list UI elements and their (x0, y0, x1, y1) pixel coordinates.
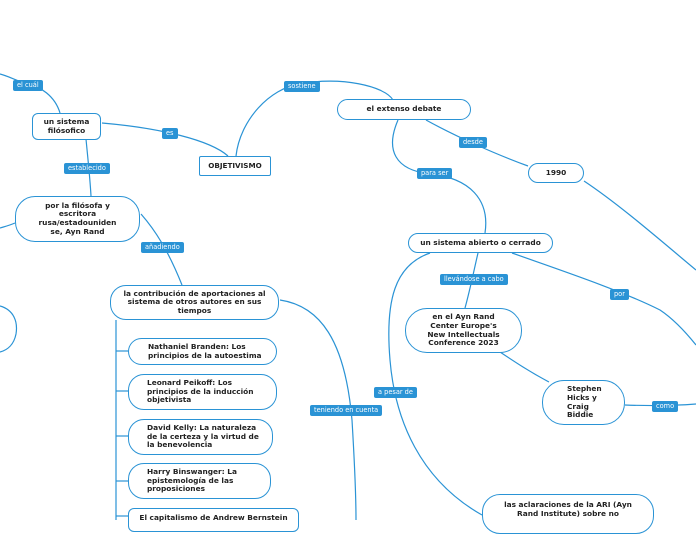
edge-filosofa-left (0, 222, 16, 229)
label-anadiendo: añadiendo (141, 242, 184, 253)
node-bernstein[interactable]: El capitalismo de Andrew Bernstein (128, 508, 299, 532)
edge-conference-hicks (499, 351, 550, 383)
node-aclaraciones[interactable]: las aclaraciones de la ARI (Ayn Rand Ins… (482, 494, 654, 534)
node-filosofa[interactable]: por la filósofa y escritora rusa/estadou… (15, 196, 140, 242)
label-como: como (652, 401, 679, 412)
edge-contribucion-teniendo (279, 299, 357, 520)
offscreen-node-left (0, 305, 18, 353)
label-el-cual: el cuál (13, 80, 43, 91)
node-binswanger[interactable]: Harry Binswanger: La epistemología de la… (128, 463, 271, 499)
node-debate[interactable]: el extenso debate (337, 99, 471, 120)
node-peikoff[interactable]: Leonard Peikoff: Los principios de la in… (128, 374, 277, 410)
edge-abierto-por (511, 252, 696, 346)
label-por: por (610, 289, 629, 300)
edge-abierto-aclaraciones (388, 252, 483, 516)
node-objetivismo[interactable]: OBJETIVISMO (199, 156, 271, 176)
node-1990[interactable]: 1990 (528, 163, 584, 183)
label-establecido: establecido (64, 163, 110, 174)
connector-lines (0, 73, 696, 520)
label-desde: desde (459, 137, 487, 148)
node-kelly[interactable]: David Kelly: La naturaleza de la certeza… (128, 419, 273, 455)
node-sistema-abierto[interactable]: un sistema abierto o cerrado (408, 233, 553, 253)
node-hicks[interactable]: Stephen Hicks y Craig Biddie (542, 380, 625, 425)
node-branden[interactable]: Nathaniel Branden: Los principios de la … (128, 338, 277, 365)
node-conference[interactable]: en el Ayn Rand Center Europe's New Intel… (405, 308, 522, 353)
edge-1990-right (583, 180, 696, 271)
node-sistema-filosofico[interactable]: un sistema filósofico (32, 113, 101, 140)
label-es: es (162, 128, 178, 139)
edge-objetivismo-sistema (101, 122, 229, 157)
label-sostiene: sostiene (284, 81, 320, 92)
label-llevandose: llevándose a cabo (440, 274, 508, 285)
label-a-pesar-de: a pesar de (374, 387, 417, 398)
label-teniendo: teniendo en cuenta (310, 405, 383, 416)
label-para-ser: para ser (417, 168, 453, 179)
node-contribucion[interactable]: la contribución de aportaciones al siste… (110, 285, 279, 320)
